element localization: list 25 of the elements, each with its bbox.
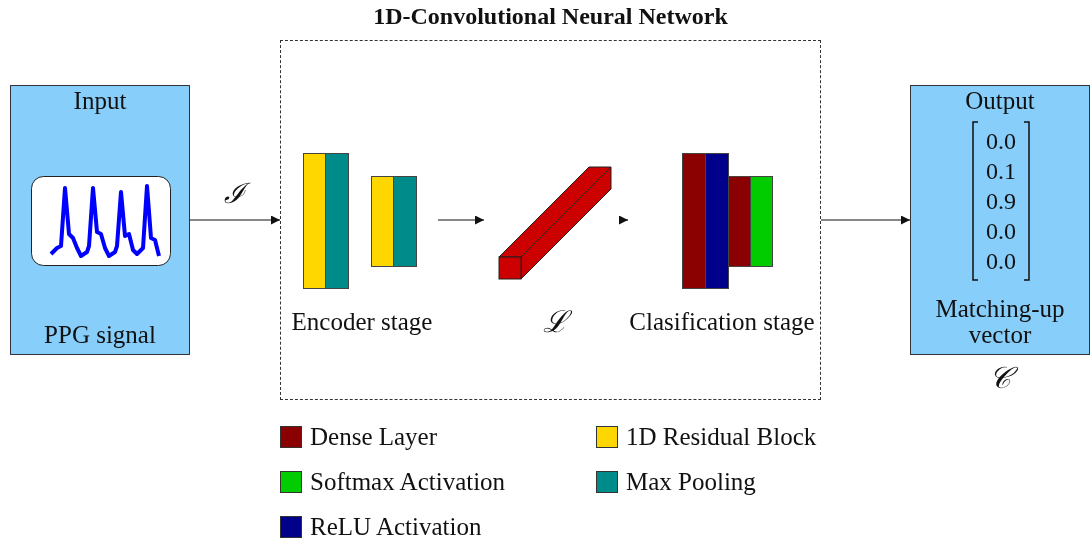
arrow (820, 215, 911, 225)
vector-value: 0.9 (985, 187, 1017, 216)
latent-symbol: ℒ (493, 309, 617, 335)
arrow (189, 215, 281, 225)
vector-value: 0.0 (985, 247, 1017, 276)
legend-label: ReLU Activation (310, 513, 482, 541)
frame-title: 1D-Convolutional Neural Network (372, 3, 729, 29)
legend-label: Dense Layer (310, 423, 437, 451)
panel-box (10, 85, 190, 355)
panel-heading: Output (964, 88, 1036, 114)
vector-value: 0.0 (985, 127, 1017, 156)
node-symbol: 𝒞 (910, 365, 1090, 391)
arrow (619, 215, 629, 225)
legend-label: Max Pooling (626, 468, 756, 496)
panel-heading: Input (72, 88, 128, 114)
stage-label: Encoder stage (290, 309, 434, 335)
vector-value: 0.0 (985, 217, 1017, 246)
panel-caption: Matching-up vector (934, 296, 1066, 348)
legend-label: 1D Residual Block (626, 423, 817, 451)
stage-label: Clasification stage (628, 309, 816, 335)
panel-caption: PPG signal (43, 322, 157, 348)
arrow (437, 215, 485, 225)
legend-label: Softmax Activation (310, 468, 506, 496)
panel-box (910, 85, 1090, 355)
vector-value: 0.1 (985, 157, 1017, 186)
